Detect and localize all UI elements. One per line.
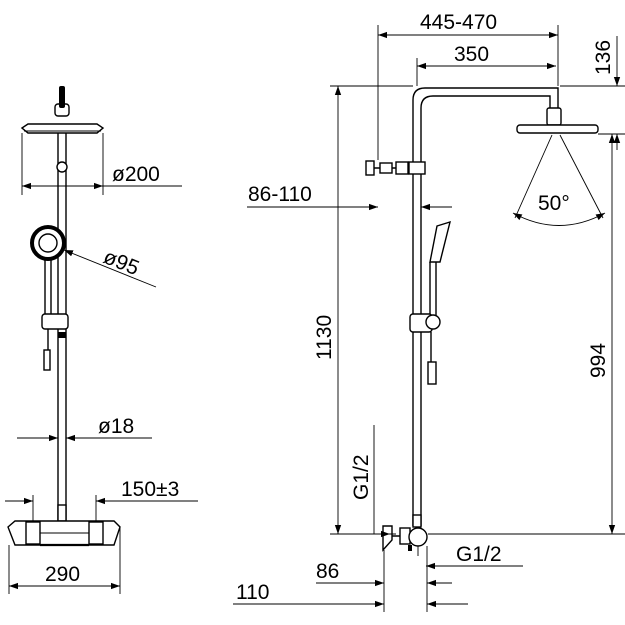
inlet-left-label: G1/2 (350, 454, 373, 500)
dimension-inlet-left: G1/2 (350, 425, 390, 538)
dimension-arm-reach: 445-470 (377, 11, 559, 160)
dimension-arm-length: 350 (416, 43, 556, 86)
wall-bracket-label: 86-110 (248, 183, 312, 206)
mixer-width-label: 290 (45, 563, 80, 586)
dimension-head-height: 994 (428, 134, 625, 535)
hand-shower-diameter-label: ø95 (100, 245, 142, 280)
side-wall-outlet (382, 514, 428, 556)
dimension-hand-shower-diameter: ø95 (63, 245, 157, 288)
side-wall-bracket (365, 160, 426, 176)
side-view: 50° (233, 11, 625, 612)
mount-distance-label: 150±3 (121, 478, 179, 501)
front-hand-shower (30, 225, 69, 371)
side-spray-cone: 50° (512, 134, 606, 226)
dimension-rail-diameter: ø18 (17, 415, 152, 442)
arm-reach-label: 445-470 (420, 11, 497, 34)
front-shower-head (20, 86, 105, 134)
dimension-top-offset: 136 (560, 36, 625, 150)
dimension-depth-110: 110 (233, 581, 468, 608)
depth-110-label: 110 (236, 581, 269, 604)
front-mixer (7, 504, 121, 547)
dimension-mixer-width: 290 (8, 527, 121, 594)
inlet-right-label: G1/2 (456, 543, 502, 566)
dimension-mount-distance: 150±3 (5, 478, 198, 521)
dimension-total-height: 1130 (313, 85, 413, 535)
spray-angle-label: 50° (538, 192, 570, 215)
rail-diameter-label: ø18 (98, 415, 134, 438)
front-view: ø200 ø95 ø18 150±3 290 (5, 86, 198, 594)
side-rail-and-arm (412, 87, 559, 526)
arm-length-label: 350 (454, 43, 489, 66)
head-height-label: 994 (587, 343, 610, 378)
depth-86-label: 86 (316, 560, 339, 583)
total-height-label: 1130 (313, 315, 336, 360)
dimension-wall-bracket: 86-110 (247, 183, 452, 211)
head-diameter-label: ø200 (112, 163, 160, 186)
dimension-head-diameter: ø200 (21, 133, 182, 195)
dimension-depth-86: 86 (316, 546, 452, 612)
side-shower-head (516, 107, 599, 134)
top-offset-label: 136 (592, 40, 615, 75)
dimension-inlet-right: G1/2 (426, 543, 523, 570)
side-hand-shower (409, 220, 451, 385)
